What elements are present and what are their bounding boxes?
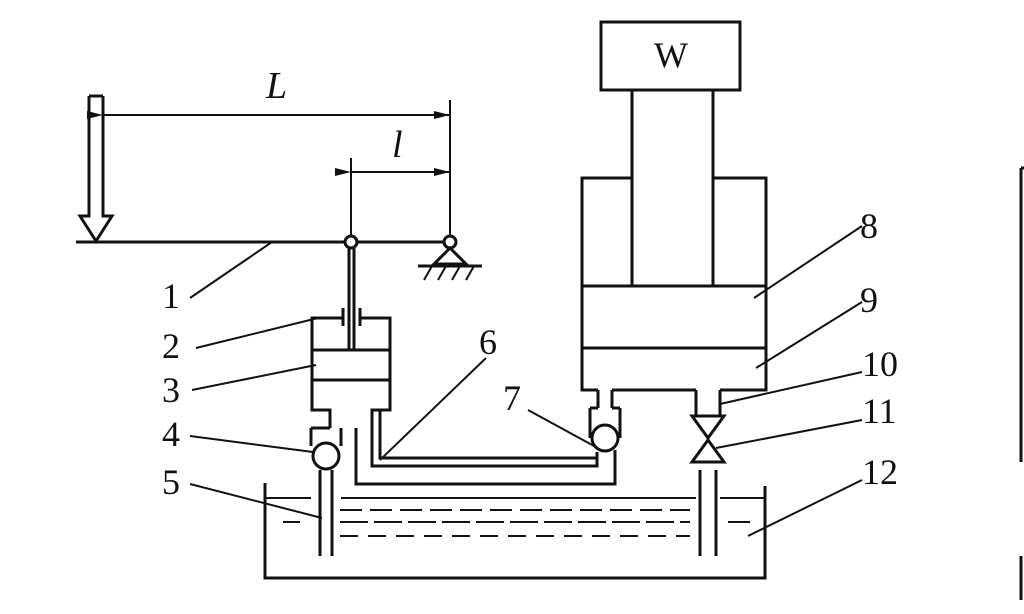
callout-11: 11: [862, 391, 897, 431]
connecting-rod: [343, 234, 359, 350]
large-piston: [580, 90, 768, 350]
callout-1: 1: [162, 276, 180, 316]
input-force-arrow: [77, 94, 115, 244]
callout-10: 10: [862, 344, 898, 384]
small-piston: [310, 348, 392, 382]
dimension-L: [87, 100, 451, 236]
check-valve-outlet: [588, 390, 622, 453]
oil-tank: [263, 483, 767, 580]
large-cylinder: [580, 176, 768, 392]
callout-7: 7: [503, 378, 521, 418]
dimension-l-label: l: [392, 124, 403, 166]
callout-5: 5: [162, 462, 180, 502]
fixed-pivot: [418, 234, 482, 281]
callout-4: 4: [162, 414, 180, 454]
check-valve-inlet: [309, 426, 343, 471]
pressure-pipe: [354, 410, 617, 486]
load-block: [599, 20, 742, 92]
callout-12: 12: [862, 452, 898, 492]
callout-6: 6: [479, 322, 497, 362]
suction-pipe: [318, 470, 334, 556]
leader-lines: [189, 225, 863, 537]
callout-2: 2: [162, 326, 180, 366]
callout-9: 9: [860, 280, 878, 320]
small-cylinder: [310, 308, 392, 428]
dimension-L-label: L: [265, 65, 287, 107]
load-label: W: [654, 35, 688, 75]
callout-3: 3: [162, 370, 180, 410]
stop-valve: [689, 414, 727, 464]
dimension-l: [335, 158, 450, 236]
callout-8: 8: [860, 206, 878, 246]
